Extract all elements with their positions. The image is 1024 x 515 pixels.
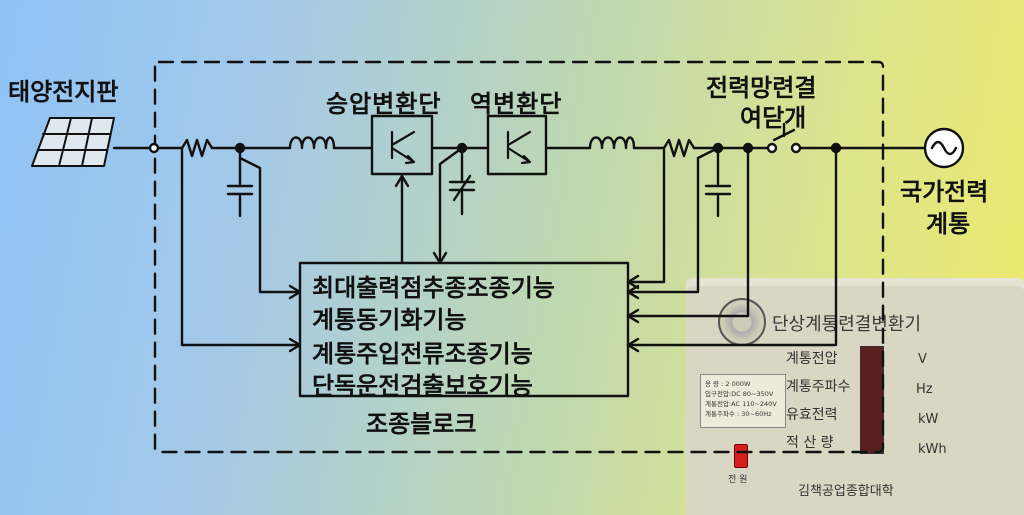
boost-converter: [370, 114, 434, 176]
function-current-control: 계통주입전류조종기능: [312, 340, 533, 368]
output-inductor: [588, 136, 636, 150]
readout-power-label: 유효전력: [786, 407, 838, 423]
input-capacitor: [226, 146, 254, 218]
inverter: [486, 114, 548, 176]
signal-input-sense: [180, 146, 302, 347]
signal-dclink: [438, 146, 464, 265]
function-islanding-protection: 단독운전검출보호기능: [312, 372, 533, 400]
input-terminal: [148, 142, 160, 154]
solar-panel-label: 태양전지판: [8, 78, 119, 106]
grid-label-2: 계통: [926, 210, 971, 238]
device-spec-plate: 용 량 : 2 000W 입구전압:DC 80~350V 계통전압:AC 110…: [700, 374, 786, 428]
grid-label-1: 국가전력: [900, 178, 989, 206]
spec-row: 용 량 : 2 000W: [705, 380, 751, 388]
boost-stage-label: 승압변환단: [326, 90, 442, 118]
signal-mppt: [238, 156, 302, 294]
function-sync: 계통동기화기능: [312, 306, 467, 334]
spec-row: 계통주파수 : 30~60Hz: [705, 410, 772, 418]
unit-kwh: kWh: [918, 442, 947, 457]
current-sensor-1: [180, 138, 214, 158]
grid-switch: [772, 122, 796, 142]
current-sensor-2: [662, 138, 696, 158]
dc-link-capacitor: [448, 146, 476, 216]
readout-frequency-label: 계통주파수: [786, 379, 851, 395]
signal-inverter-current: [628, 148, 664, 282]
function-mppt: 최대출력점추종조종기능: [312, 274, 555, 302]
signal-grid-current: [626, 146, 720, 294]
signal-sync: [626, 146, 750, 318]
device-maker: 김책공업종합대학: [798, 484, 894, 499]
boost-inductor: [288, 136, 336, 150]
output-capacitor: [704, 146, 732, 218]
system-boundary: [153, 60, 885, 454]
power-button[interactable]: [734, 444, 748, 468]
signal-grid-voltage: [626, 146, 838, 347]
readout-energy-label: 적 산 량: [786, 435, 834, 451]
inverter-stage-label: 역변환단: [470, 90, 563, 118]
unit-hz: Hz: [916, 382, 933, 397]
grid-switch-label-1: 전력망련결: [706, 74, 817, 102]
unit-v: V: [918, 352, 927, 367]
device-display: [860, 346, 884, 454]
readout-voltage-label: 계통전압: [786, 351, 838, 367]
unit-kw: kW: [918, 412, 939, 427]
solar-panel-icon: [31, 117, 115, 167]
spec-row: 입구전압:DC 80~350V: [705, 390, 774, 398]
control-block-box: [298, 261, 630, 398]
grid-switch-label-2: 여닫개: [740, 104, 807, 132]
spec-row: 계통전압:AC 110~240V: [705, 400, 777, 408]
power-label: 전 원: [728, 475, 748, 485]
control-block-label: 조종블로크: [366, 410, 477, 438]
